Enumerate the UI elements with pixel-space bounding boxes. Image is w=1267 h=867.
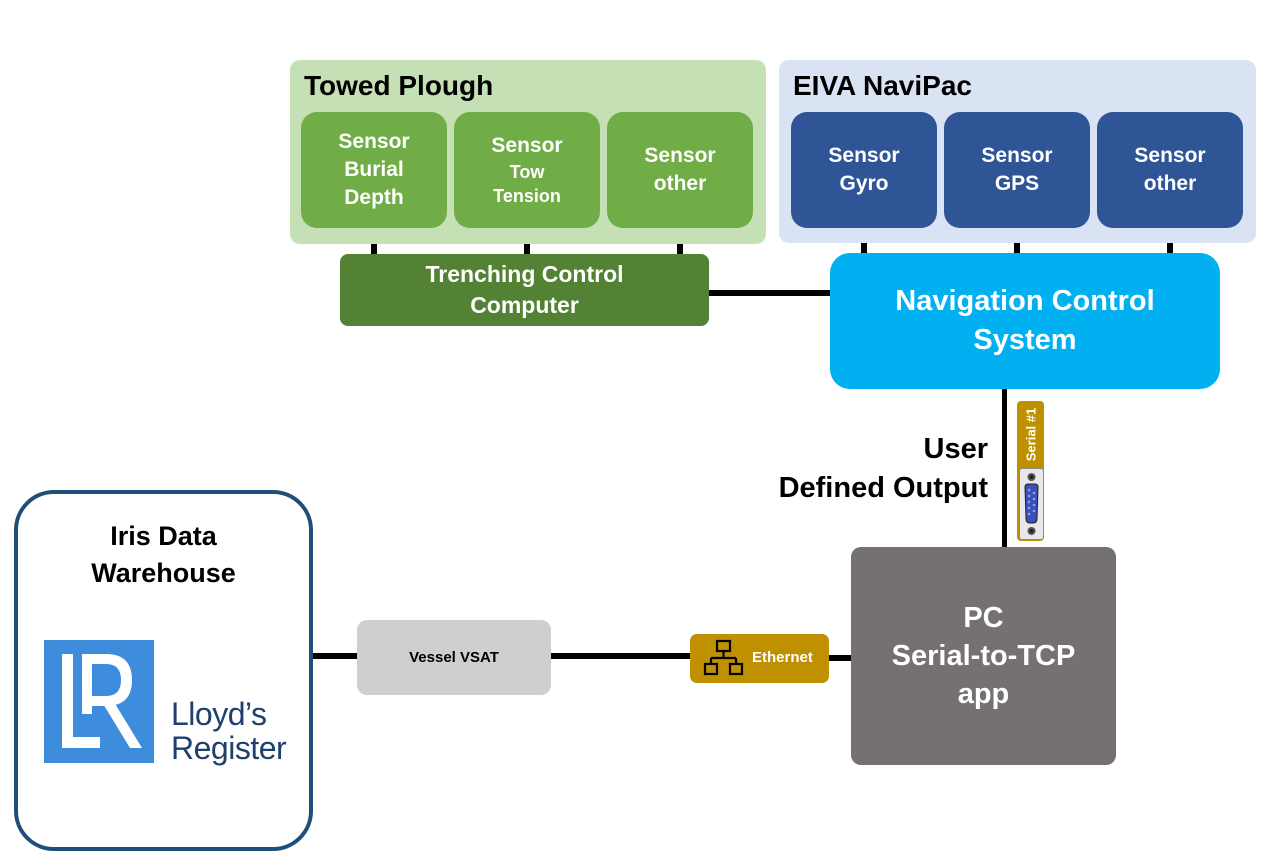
ethernet-label: Ethernet — [752, 649, 813, 666]
iris-data-warehouse-title: Iris Data Warehouse — [91, 521, 236, 588]
pc-serial-to-tcp-app[interactable]: PC Serial-to-TCP app — [851, 547, 1116, 765]
sensor-tow-tension[interactable]: Sensor Tow Tension — [454, 112, 600, 228]
ethernet-tag: Ethernet — [690, 634, 829, 683]
user-defined-output-label: User Defined Output — [778, 433, 988, 504]
vessel-vsat[interactable]: Vessel VSAT — [357, 620, 551, 695]
towed-plough-title: Towed Plough — [304, 70, 494, 101]
db9-connector-icon — [1019, 468, 1044, 540]
towed-plough-group: Towed Plough Sensor Burial Depth Sensor … — [290, 60, 766, 244]
serial-port-tag: Serial #1 — [1017, 401, 1044, 541]
network-icon — [703, 639, 744, 676]
sensor-plough-other[interactable]: Sensor other — [607, 112, 753, 228]
serial-port-label: Serial #1 — [1023, 407, 1038, 461]
trenching-control-computer[interactable]: Trenching Control Computer — [340, 254, 709, 326]
connector-iris-to-vsat — [313, 653, 358, 659]
connector-vsat-to-ethernet — [551, 653, 691, 659]
connector-ethernet-to-pc — [829, 655, 852, 661]
connector-ncs-to-pc — [1002, 389, 1007, 548]
eiva-navipac-group: EIVA NaviPac Sensor Gyro Sensor GPS Sens… — [779, 60, 1256, 243]
eiva-navipac-title: EIVA NaviPac — [793, 70, 972, 101]
lloyds-register-logo-icon — [44, 640, 154, 763]
lloyds-register-name: Lloyd’s Register — [171, 696, 287, 766]
sensor-nav-other[interactable]: Sensor other — [1097, 112, 1243, 228]
sensor-gyro[interactable]: Sensor Gyro — [791, 112, 937, 228]
iris-data-warehouse[interactable]: Iris Data Warehouse Lloyd’s Register — [14, 490, 313, 851]
navigation-control-system[interactable]: Navigation Control System — [830, 253, 1220, 389]
connector-tcc-to-ncs — [709, 290, 831, 296]
sensor-burial-depth[interactable]: Sensor Burial Depth — [301, 112, 447, 228]
sensor-gps[interactable]: Sensor GPS — [944, 112, 1090, 228]
